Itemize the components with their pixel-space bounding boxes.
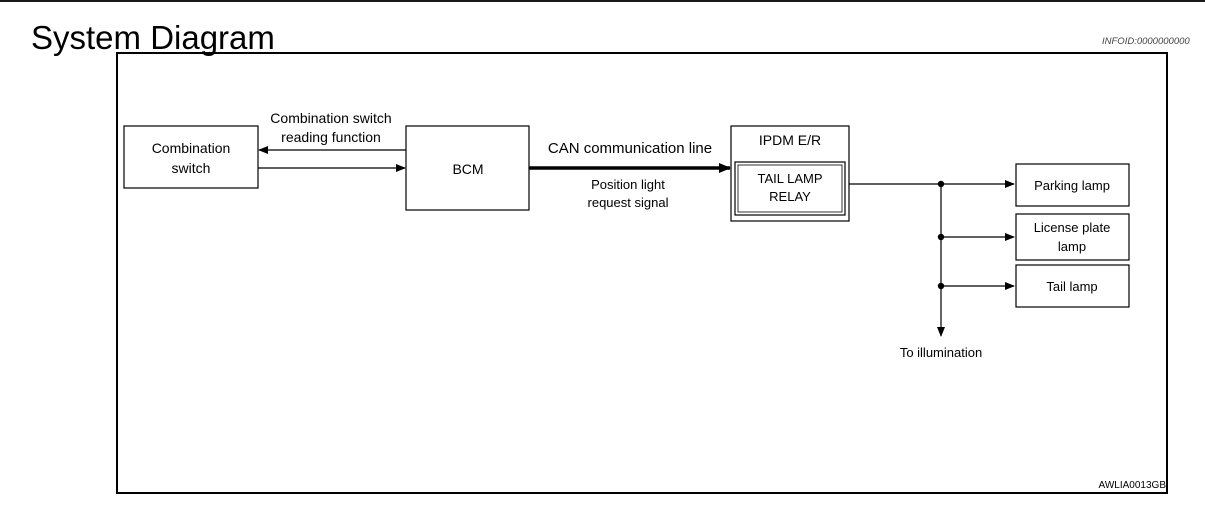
signal-label-1: Position light — [591, 177, 665, 192]
ipdm-er-label: IPDM E/R — [759, 132, 821, 148]
tail-lamp-relay-label-1: TAIL LAMP — [757, 171, 822, 186]
page-title: System Diagram — [31, 19, 275, 56]
info-id: INFOID:0000000000 — [1102, 36, 1190, 47]
ipdm-er-block: IPDM E/R TAIL LAMP RELAY — [730, 125, 850, 222]
license-plate-lamp-block: License plate lamp — [1015, 213, 1130, 261]
combination-switch-label-1: Combination — [152, 140, 231, 156]
reading-function-label-2: reading function — [281, 129, 381, 145]
junction-dot-parking — [937, 180, 945, 188]
junction-dot-license — [937, 233, 945, 241]
parking-lamp-block: Parking lamp — [1015, 163, 1130, 207]
reading-function-label-1: Combination switch — [270, 110, 391, 126]
diagram-frame — [116, 52, 1168, 494]
tail-lamp-relay-box — [734, 161, 846, 216]
junction-dot-tail — [937, 282, 945, 290]
tail-lamp-relay-label-2: RELAY — [769, 189, 811, 204]
combination-switch-block: Combination switch — [123, 125, 259, 189]
tail-lamp-block: Tail lamp — [1015, 264, 1130, 308]
top-rule — [0, 0, 1205, 2]
can-line-label: CAN communication line — [548, 140, 712, 157]
tail-lamp-label: Tail lamp — [1046, 279, 1097, 294]
license-plate-lamp-label-1: License plate — [1034, 220, 1111, 235]
signal-label-2: request signal — [588, 195, 669, 210]
figure-code: AWLIA0013GB — [1099, 480, 1167, 491]
to-illumination-label: To illumination — [900, 345, 982, 360]
bcm-block: BCM — [405, 125, 530, 211]
combination-switch-label-2: switch — [172, 160, 211, 176]
bcm-label: BCM — [452, 161, 483, 177]
parking-lamp-label: Parking lamp — [1034, 178, 1110, 193]
license-plate-lamp-label-2: lamp — [1058, 239, 1086, 254]
